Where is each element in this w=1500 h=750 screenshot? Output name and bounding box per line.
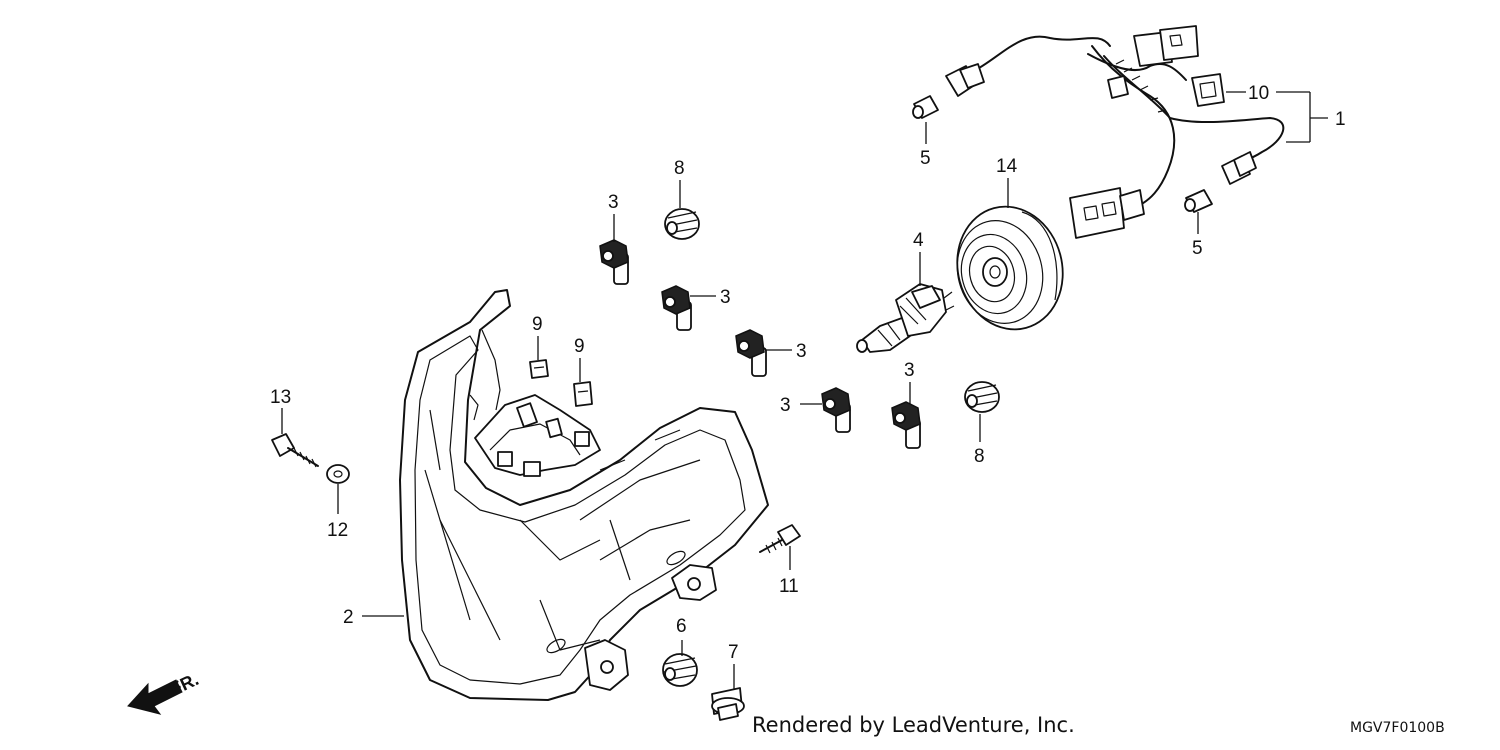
callout-11: 11 (779, 576, 799, 597)
bolt-13[interactable] (271, 433, 319, 468)
callout-12: 12 (327, 520, 348, 541)
callout-13: 13 (270, 387, 291, 408)
callout-3-middle-right: 3 (796, 341, 807, 362)
callout-10: 10 (1248, 83, 1269, 104)
wire-harness-1[interactable] (945, 25, 1285, 239)
washer-12[interactable] (326, 464, 350, 484)
grommet-3d[interactable] (821, 387, 851, 433)
callout-1: 1 (1335, 109, 1346, 130)
position-bulb-5a[interactable] (912, 95, 939, 119)
front-direction-indicator: FR. (127, 669, 202, 715)
callout-9-left: 9 (532, 314, 543, 335)
callout-3-upper-right: 3 (720, 287, 731, 308)
grommet-3c[interactable] (735, 329, 767, 377)
bushing-8b[interactable] (964, 381, 1000, 413)
callout-4: 4 (913, 230, 924, 251)
grommet-3e[interactable] (891, 401, 921, 449)
position-bulb-5b[interactable] (1184, 189, 1213, 213)
clip-9a[interactable] (529, 359, 549, 379)
callout-numbers: 1 2 3 3 3 3 3 4 5 5 6 7 8 8 9 9 10 11 12… (270, 83, 1346, 663)
clip-9b[interactable] (573, 381, 593, 407)
socket-cover-14[interactable] (944, 195, 1077, 342)
front-arrow-icon (127, 679, 183, 715)
clip-10[interactable] (1191, 73, 1225, 107)
screw-11[interactable] (759, 524, 801, 554)
callout-5-right: 5 (1192, 238, 1203, 259)
bushing-8a[interactable] (664, 208, 700, 240)
drawing-code: MGV7F0100B (1350, 720, 1445, 736)
callout-6: 6 (676, 616, 687, 637)
callout-9-right: 9 (574, 336, 585, 357)
callout-3-left: 3 (780, 395, 791, 416)
grommet-3b[interactable] (661, 285, 692, 331)
callout-7: 7 (728, 642, 739, 663)
leader-lines (281, 91, 1328, 690)
credit-text: Rendered by LeadVenture, Inc. (752, 713, 1075, 737)
bushing-6[interactable] (662, 653, 698, 687)
callout-8-top: 8 (674, 158, 685, 179)
grommet-3a[interactable] (599, 239, 629, 285)
callout-8-bottom: 8 (974, 446, 985, 467)
callout-3-lower: 3 (904, 360, 915, 381)
headlight-bulb-4[interactable] (856, 283, 955, 353)
collar-7[interactable] (711, 687, 745, 721)
callout-3-top: 3 (608, 192, 619, 213)
callout-5-left: 5 (920, 148, 931, 169)
headlight-housing[interactable] (399, 289, 769, 701)
callout-2: 2 (343, 607, 354, 628)
callout-14: 14 (996, 156, 1018, 177)
